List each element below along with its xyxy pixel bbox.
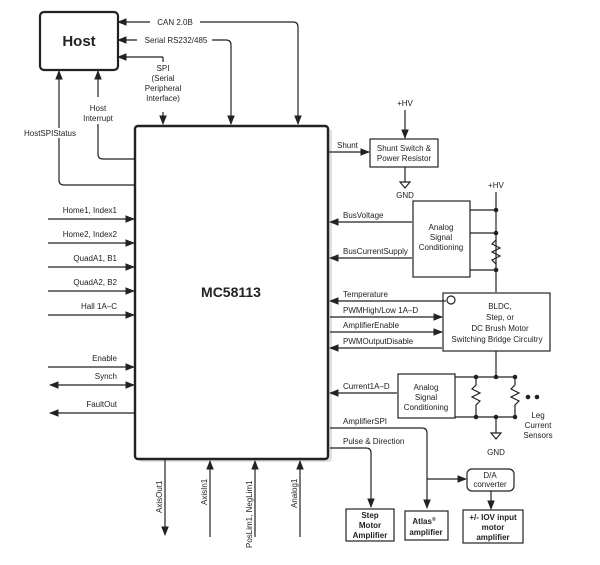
quad1-label: QuadA1, B1 [73,254,117,263]
bus-sensing-section: Analog Signal Conditioning BusVoltage Bu… [329,181,505,292]
left-signals: Home1, Index1 Home2, Index2 QuadA1, B1 Q… [48,206,135,417]
axisin-label: AxisIn1 [200,478,209,505]
amplifier-section: AmplifierSPI Pulse & Direction D/A conve… [330,417,524,544]
current-label: Current1A–D [343,382,390,391]
controller-block: MC58113 [133,124,332,462]
analog1-label-1: Analog [429,223,454,232]
spi-label-1: SPI [157,64,170,73]
iov-amplifier-block [462,509,524,544]
home1-label: Home1, Index1 [63,206,118,215]
resistor-symbol-leg-1 [470,377,482,417]
bridge-section: BLDC, Step, or DC Brush Motor Switching … [329,290,551,352]
ampspi-label: AmplifierSPI [343,417,387,426]
synch-label: Synch [95,372,117,381]
analog2-label-3: Conditioning [404,403,448,412]
host-block: Host [38,10,120,72]
gnd2-label: GND [487,448,505,457]
atlas-amplifier-block [404,510,449,541]
hall-label: Hall 1A–C [81,302,117,311]
iov-amp-label-3: amplifier [476,533,509,542]
atlas-amp-label-2: amplifier [409,528,442,537]
shunt-label: Shunt [337,141,359,150]
bridge-label-2: Step, or [486,313,514,322]
step-amp-label-3: Amplifier [353,531,388,540]
analog-label: Analog1 [290,478,299,508]
host-interrupt-label-1: Host [90,104,107,113]
ellipsis-dot [525,394,531,400]
enable-label: Enable [92,354,117,363]
bridge-label-4: Switching Bridge Circuitry [451,335,542,344]
current-sensing-section: Analog Signal Conditioning Current1A–D L… [329,351,553,457]
analog-conditioning-2-block [397,373,456,419]
iov-amp-label-2: motor [482,523,505,532]
iov-amp-label-1: +/- IOV input [469,513,517,522]
step-amp-label-2: Motor [359,521,381,530]
analog2-label-2: Signal [415,393,437,402]
da-label-2: converter [473,480,507,489]
analog1-label-2: Signal [430,233,452,242]
ground-symbol-1 [398,181,412,189]
spi-label-3: Peripheral [145,84,182,93]
shunt-section: +HV Shunt Switch & Power Resistor Shunt … [329,99,439,200]
host-interrupt-label-2: Interrupt [83,114,114,123]
home2-label: Home2, Index2 [63,230,118,239]
da-label-1: D/A [483,471,497,480]
bridge-label-1: BLDC, [488,302,512,311]
shunt-switch-label-1: Shunt Switch & [377,144,432,153]
shunt-switch-block [369,138,439,168]
host-connections: CAN 2.0B Serial RS232/485 SPI (Serial Pe… [24,18,302,186]
leg-label-2: Current [525,421,552,430]
host-spi-status-label: HostSPIStatus [24,129,76,138]
pwmdisable-label: PWMOutputDisable [343,337,414,346]
analog-conditioning-1-block [412,200,471,278]
serial-arrow-controller [212,39,235,125]
leg-label-3: Sensors [523,431,552,440]
temperature-label: Temperature [343,290,388,299]
step-motor-amplifier-block [345,508,395,542]
resistor-symbol-leg-2 [509,377,521,417]
atlas-amp-label-1: Atlas® [412,516,436,526]
busvoltage-label: BusVoltage [343,211,384,220]
host-title: Host [62,33,95,50]
bottom-signals: AxisOut1 AxisIn1 PosLim1, NegLim1 Analog… [155,460,304,548]
step-amp-label-1: Step [361,511,378,520]
bridge-label-3: DC Brush Motor [471,324,529,333]
analog2-label-1: Analog [414,383,439,392]
resistor-symbol-bus [490,239,502,265]
spi-label-2: (Serial [151,74,174,83]
hv1-label: +HV [397,99,413,108]
spi-label-4: Interface) [146,94,180,103]
faultout-label: FaultOut [86,400,117,409]
can-arrow-controller [200,21,302,125]
axisout-label: AxisOut1 [155,480,164,513]
temperature-sensor-icon [446,295,456,305]
can-label: CAN 2.0B [157,18,193,27]
leg-label-1: Leg [531,411,544,420]
pwm-label: PWMHigh/Low 1A–D [343,306,418,315]
ellipsis-dot [534,394,540,400]
limits-label: PosLim1, NegLim1 [245,480,254,548]
ampenable-label: AmplifierEnable [343,321,400,330]
quad2-label: QuadA2, B2 [73,278,117,287]
gnd1-label: GND [396,191,414,200]
analog1-label-3: Conditioning [419,243,463,252]
pulse-label: Pulse & Direction [343,437,404,446]
serial-label: Serial RS232/485 [145,36,208,45]
shunt-switch-label-2: Power Resistor [377,154,432,163]
buscurrent-label: BusCurrentSupply [343,247,408,256]
bridge-block [442,292,551,352]
hv2-label: +HV [488,181,504,190]
controller-title: MC58113 [201,284,261,300]
ground-symbol-2 [489,432,503,440]
